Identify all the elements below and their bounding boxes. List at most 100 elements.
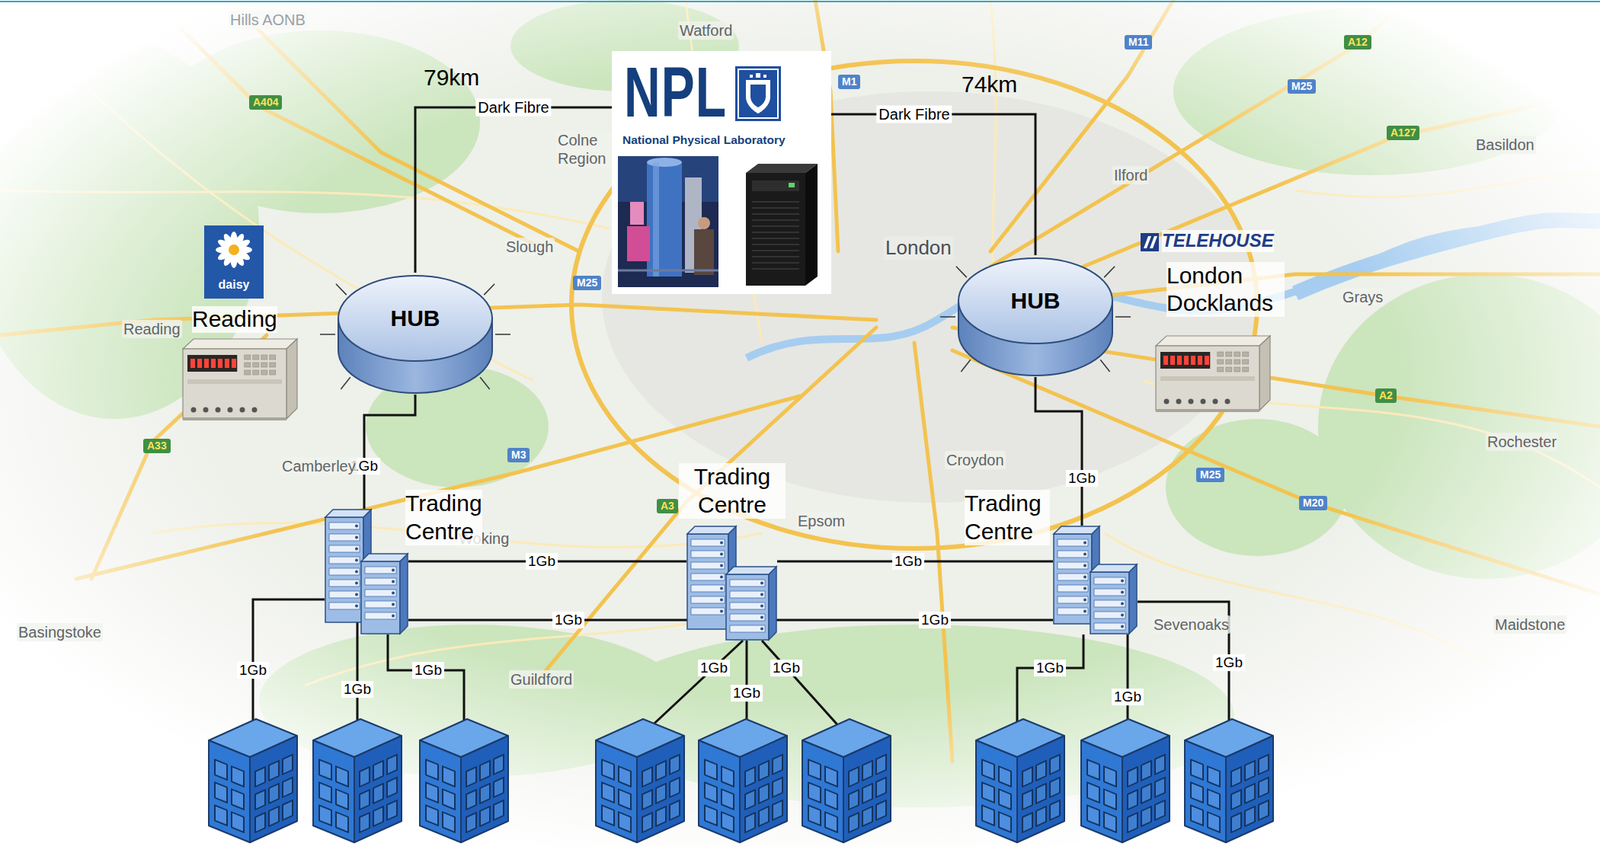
crest-emblem-part bbox=[749, 74, 753, 78]
link-label: 1Gb bbox=[1065, 470, 1098, 487]
server-racks-part bbox=[729, 625, 765, 633]
server-racks-part bbox=[720, 564, 724, 568]
centre-label-holder: Trading Centre bbox=[964, 489, 1050, 546]
hub-disk bbox=[956, 255, 1115, 378]
server-racks-part bbox=[1120, 602, 1124, 606]
lab-photos-part bbox=[752, 201, 800, 203]
link-label-holder: 1Gb bbox=[525, 553, 558, 570]
link-speed-label-holder: 1Gb bbox=[341, 681, 374, 698]
server-racks-part bbox=[1094, 577, 1126, 585]
link-label: 1Gb bbox=[552, 611, 585, 629]
distance-label-holder: 74km bbox=[961, 70, 1018, 99]
server-racks-part bbox=[1083, 553, 1087, 557]
office-buildings-part bbox=[595, 719, 685, 843]
frequency-counter-part bbox=[187, 355, 237, 372]
link-speed-label-holder: 1Gb bbox=[730, 684, 763, 702]
lab-photos-part bbox=[752, 180, 800, 192]
frequency-counter-part bbox=[1234, 352, 1241, 357]
frequency-counter-part bbox=[1155, 336, 1271, 346]
server-racks-part bbox=[329, 591, 360, 599]
server-racks-part bbox=[1120, 625, 1124, 629]
link-speed-label-holder: 1Gb bbox=[412, 662, 445, 679]
site-links-part bbox=[356, 619, 359, 733]
logo-subtitle-holder: National Physical Laboratory bbox=[622, 133, 786, 148]
link-label: Dark Fibre bbox=[475, 99, 551, 117]
server-racks-part bbox=[691, 562, 725, 570]
road-shield-holder: M11 bbox=[1124, 35, 1152, 50]
server-racks-part bbox=[760, 604, 764, 608]
link-speed-label-holder: 1Gb bbox=[697, 659, 730, 677]
road-shield: M20 bbox=[1299, 496, 1328, 511]
server-racks-part bbox=[760, 616, 764, 620]
frequency-counter bbox=[1151, 333, 1272, 414]
server-racks-part bbox=[391, 569, 395, 573]
frequency-counter-part bbox=[252, 370, 260, 375]
frequency-counter-part bbox=[217, 358, 223, 368]
frequency-counter-part bbox=[1212, 399, 1219, 405]
crest-emblem-part bbox=[755, 73, 761, 78]
link-label-holder: 1Gb bbox=[892, 553, 925, 570]
crest-emblem-part bbox=[738, 69, 778, 119]
place-name-holder: Epsom bbox=[796, 512, 847, 531]
server-racks-part bbox=[355, 582, 359, 586]
frequency-counter-part bbox=[1170, 355, 1175, 365]
logo-text: TELEHOUSE bbox=[1161, 230, 1274, 253]
road-shield: A33 bbox=[143, 438, 171, 454]
hub-disk-part bbox=[1100, 359, 1110, 372]
server-racks-part bbox=[1090, 564, 1137, 573]
frequency-counter-part bbox=[231, 358, 237, 368]
crest-emblem-part bbox=[750, 84, 766, 108]
frequency-counter-part bbox=[1176, 399, 1182, 405]
place-name-holder: Reading bbox=[121, 320, 183, 339]
lab-photos-part bbox=[630, 201, 644, 225]
server-racks-part bbox=[691, 596, 725, 604]
frequency-counter-part bbox=[252, 362, 260, 368]
logo-text: NPL bbox=[624, 57, 727, 128]
frequency-counter-part bbox=[261, 362, 268, 368]
link-speed-label-holder: 1Gb bbox=[770, 659, 803, 677]
trading-centre: Trading Centre bbox=[686, 525, 778, 641]
server-racks-part bbox=[1053, 534, 1092, 624]
road-shield: A12 bbox=[1344, 35, 1372, 50]
hub-node: HUB bbox=[336, 272, 495, 395]
server-racks-part bbox=[1120, 591, 1124, 595]
lab-photos-part bbox=[752, 225, 800, 228]
server-racks-part bbox=[1057, 585, 1088, 592]
server-racks-part bbox=[1129, 564, 1137, 634]
frequency-counter-part bbox=[1188, 399, 1194, 405]
frequency-counter-part bbox=[1217, 367, 1224, 372]
frequency-counter-part bbox=[1242, 352, 1249, 357]
lab-box: NPL National Physical Laboratory bbox=[611, 51, 832, 295]
road-shield-holder: M20 bbox=[1299, 496, 1328, 511]
lab-photos bbox=[617, 156, 826, 288]
frequency-counter-part bbox=[197, 358, 202, 368]
lab-photos-part bbox=[805, 163, 818, 286]
server-racks-part bbox=[325, 509, 372, 518]
road-shield: A3 bbox=[656, 499, 679, 514]
lab-photos-part bbox=[788, 182, 795, 188]
dark-fibre-link bbox=[831, 114, 1036, 256]
road-shield-holder: M25 bbox=[1287, 79, 1316, 94]
frequency-counter-part bbox=[190, 358, 196, 368]
link-label: 1Gb bbox=[525, 553, 558, 570]
frequency-counter-part bbox=[182, 348, 287, 420]
hub-disk-part bbox=[960, 359, 970, 372]
server-racks-part bbox=[687, 534, 729, 630]
lab-photos-part bbox=[752, 237, 800, 240]
hub-label-holder: HUB bbox=[1011, 287, 1061, 315]
place-name-holder: Basildon bbox=[1474, 135, 1536, 154]
lab-photos-part bbox=[617, 269, 719, 272]
logo-text: daisy bbox=[218, 277, 250, 292]
office-buildings-part bbox=[698, 719, 788, 843]
server-racks-part bbox=[355, 570, 359, 574]
server-racks-part bbox=[329, 556, 360, 564]
place-name-holder: Guildford bbox=[508, 670, 574, 689]
server-racks-part bbox=[391, 592, 395, 596]
lab-photos-part bbox=[752, 207, 800, 209]
trading-centre: Trading Centre bbox=[324, 508, 409, 635]
link-speed-label: 1Gb bbox=[1212, 654, 1245, 672]
link-label-holder: 1Gb bbox=[1065, 470, 1098, 487]
frequency-counter-part bbox=[1242, 359, 1249, 365]
server-racks-part bbox=[726, 574, 769, 640]
